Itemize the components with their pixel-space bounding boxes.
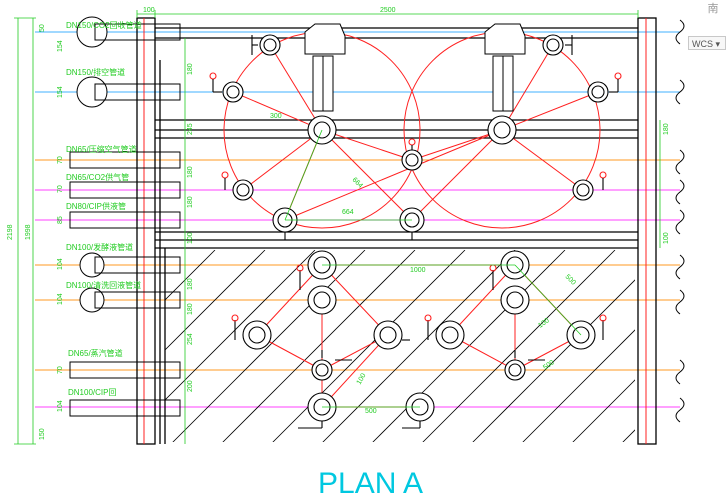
valve: [262, 207, 298, 241]
pipe-label: DN100/CIP回: [68, 388, 116, 397]
valve: [489, 250, 530, 290]
pipe-label: DN80/CIP供液管: [66, 201, 126, 211]
valve: [373, 320, 410, 350]
dim-frame-1: 245: [187, 123, 194, 135]
pipe-label: DN65/CO2供气管: [66, 172, 129, 182]
dimension-text: 100 2500 2198 1998 50 154 154 70 70 85 1…: [7, 7, 670, 440]
dim-frame-2: 180: [187, 166, 194, 178]
dim-frame-5: 180: [187, 278, 194, 290]
dim-left-9: 104: [57, 400, 64, 412]
pipe-label: DN100/清洗回液管道: [66, 280, 141, 290]
valve: [395, 207, 425, 241]
dim-left-2: 154: [57, 86, 64, 98]
steel-frame: [136, 17, 657, 445]
pipe-ends: [69, 16, 181, 417]
dim-left-3: 70: [57, 156, 64, 164]
pipe-label: DN100/发酵液管道: [66, 242, 133, 252]
dim-plan-0: 300: [270, 113, 282, 120]
valve: [209, 72, 244, 103]
dim-left-0: 50: [39, 24, 46, 32]
dim-frame-3: 180: [187, 196, 194, 208]
break-lines: [675, 19, 685, 423]
dim-plan-4: 500: [564, 273, 577, 286]
dimension-lines: [14, 10, 661, 445]
dim-frame-7: 254: [187, 333, 194, 345]
dim-frame-4: 100: [187, 232, 194, 244]
wcs-label: WCS: [692, 39, 713, 49]
valve: [587, 72, 622, 103]
valve: [251, 34, 281, 56]
valve: [500, 285, 530, 315]
dim-height-total: 2198: [7, 224, 14, 240]
dim-left-5: 85: [57, 216, 64, 224]
dim-left-4: 70: [57, 185, 64, 193]
dim-right-0: 180: [663, 123, 670, 135]
dim-top-total: 2500: [380, 7, 396, 14]
dim-right-1: 100: [663, 232, 670, 244]
dim-top-left: 100: [143, 7, 155, 14]
plan-title: PLAN A: [318, 467, 423, 498]
dim-height-inner: 1998: [25, 224, 32, 240]
dim-plan-5: 100: [537, 317, 551, 329]
compass-icon[interactable]: 南: [707, 2, 719, 15]
valve: [221, 171, 254, 201]
dim-plan-7: 500: [365, 408, 377, 415]
dim-left-1: 154: [57, 40, 64, 52]
valve: [231, 314, 272, 350]
valve: [542, 34, 573, 56]
pipe-label: DN65/蒸汽管道: [68, 348, 123, 358]
dim-left-10: 150: [39, 428, 46, 440]
valve: [296, 250, 337, 290]
valve: [424, 314, 465, 350]
dim-frame-0: 180: [187, 63, 194, 75]
valve: [298, 392, 337, 429]
dim-left-7: 104: [57, 293, 64, 305]
pipe-label: DN65/压缩空气管道: [66, 144, 137, 154]
dim-left-6: 104: [57, 258, 64, 270]
dim-frame-6: 180: [187, 303, 194, 315]
dim-plan-8: 100: [356, 372, 368, 386]
valve-main: [487, 115, 517, 145]
valve: [566, 314, 607, 350]
pipe-label: DN150/排空管道: [66, 67, 125, 77]
valve: [572, 171, 607, 201]
pump-left: [304, 23, 346, 112]
pipe-label-group: DN150/CO2回收管道 DN150/排空管道 DN65/压缩空气管道 DN6…: [66, 20, 142, 397]
hatch-area: [165, 250, 635, 442]
valve: [401, 138, 423, 171]
pump-right: [484, 23, 526, 112]
pipe-label: DN150/CO2回收管道: [66, 20, 142, 30]
valve: [504, 350, 545, 381]
valve: [311, 350, 352, 381]
dim-plan-2: 664: [342, 209, 354, 216]
dim-frame-8: 200: [187, 380, 194, 392]
dim-left-8: 70: [57, 366, 64, 374]
dim-plan-3: 1000: [410, 267, 426, 274]
wcs-dropdown-icon: ▾: [715, 39, 721, 49]
valve: [307, 285, 337, 315]
wcs-dropdown[interactable]: WCS ▾: [688, 36, 726, 50]
valve: [402, 392, 435, 429]
